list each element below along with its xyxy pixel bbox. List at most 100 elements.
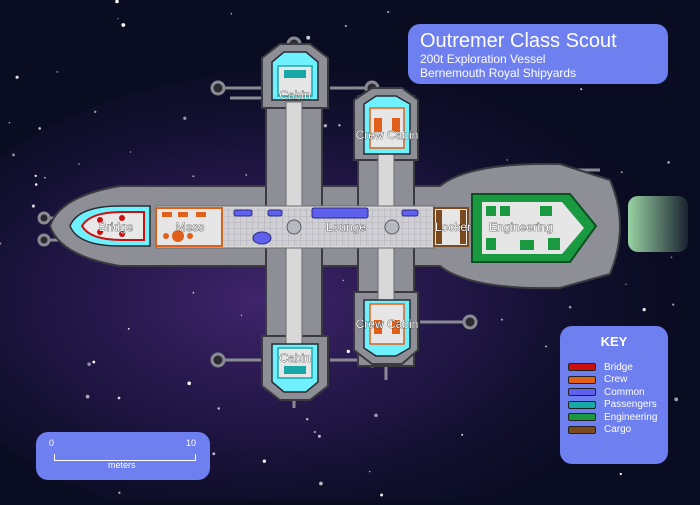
ship-title: Outremer Class Scout <box>420 30 617 52</box>
star <box>545 345 547 348</box>
star <box>387 10 390 14</box>
star <box>672 303 675 306</box>
star <box>129 151 132 153</box>
star <box>670 256 673 258</box>
star <box>306 35 311 40</box>
star <box>12 153 15 157</box>
bridge-label: Bridge <box>99 220 134 234</box>
star <box>121 23 126 27</box>
key-item-engineering: Engineering <box>568 411 660 424</box>
star <box>0 242 2 245</box>
star <box>127 327 130 330</box>
star <box>92 360 96 364</box>
star <box>620 171 623 174</box>
key-item-bridge: Bridge <box>568 361 660 374</box>
key-item-passengers: Passengers <box>568 399 660 412</box>
bridge-consoles <box>97 215 125 237</box>
star <box>500 318 503 321</box>
star <box>674 397 679 402</box>
star <box>230 13 233 15</box>
star <box>344 25 347 27</box>
crew-cabin-top-label: Crew Cabin <box>356 128 419 142</box>
star <box>305 417 309 421</box>
cabin-top-label: Cabin <box>279 88 310 102</box>
title-panel: Outremer Class Scout 200t Exploration Ve… <box>408 24 668 84</box>
star <box>313 430 317 434</box>
engineering-label: Engineering <box>489 220 553 234</box>
star <box>642 307 646 312</box>
locker-label: Locker <box>435 220 471 234</box>
key-label: Common <box>604 386 645 398</box>
cabin-bottom-label: Cabin <box>279 351 310 365</box>
star <box>192 291 195 294</box>
star <box>43 176 46 179</box>
star <box>568 305 572 309</box>
key-swatch <box>568 413 596 422</box>
crew-cabin-bottom-label: Crew Cabin <box>356 317 419 331</box>
star <box>240 314 243 316</box>
star <box>262 459 267 463</box>
star <box>380 493 384 497</box>
star <box>87 362 91 366</box>
cabin-bottom-room <box>271 343 319 393</box>
star <box>34 183 38 186</box>
star <box>461 433 464 436</box>
star <box>212 452 216 456</box>
star <box>118 491 121 495</box>
key-swatch <box>568 425 596 434</box>
engine-exhaust <box>628 196 688 252</box>
star <box>667 161 670 164</box>
engineering-machinery <box>486 206 560 250</box>
star <box>342 279 345 282</box>
scale-unit: meters <box>108 460 136 470</box>
star <box>15 75 19 79</box>
lounge-furniture <box>233 207 419 245</box>
star <box>245 174 247 176</box>
locker-cabinets <box>436 210 466 244</box>
ship-subtitle-1: 200t Exploration Vessel <box>420 52 546 66</box>
star <box>56 71 59 73</box>
key-swatch <box>568 400 596 409</box>
key-swatch <box>568 363 596 372</box>
star <box>8 121 11 124</box>
star <box>34 174 37 177</box>
star <box>38 127 41 130</box>
star <box>368 470 371 473</box>
key-label: Crew <box>604 374 628 386</box>
lounge-label: Lounge <box>326 220 366 234</box>
star <box>115 0 119 4</box>
star <box>192 175 195 178</box>
key-label: Engineering <box>604 411 658 423</box>
star <box>374 413 378 418</box>
star <box>506 159 509 161</box>
star <box>117 396 121 400</box>
star <box>317 434 321 438</box>
star <box>217 407 220 410</box>
ship-subtitle-2: Bernemouth Royal Shipyards <box>420 66 577 80</box>
star <box>31 204 35 208</box>
star <box>619 472 622 476</box>
star <box>187 381 191 386</box>
crew-cabin-bottom-room <box>363 299 411 357</box>
key-label: Passengers <box>604 399 657 411</box>
key-item-cargo: Cargo <box>568 424 660 437</box>
key-item-common: Common <box>568 386 660 399</box>
scale-bar <box>54 454 196 461</box>
key-swatch <box>568 375 596 384</box>
star <box>78 163 80 165</box>
star <box>338 124 341 127</box>
star <box>117 17 119 20</box>
star <box>85 394 90 399</box>
airlocks <box>286 219 400 235</box>
cabin-top-room <box>271 51 319 101</box>
scale-start: 0 <box>49 438 55 448</box>
star <box>580 88 583 91</box>
star <box>625 283 627 285</box>
mess-tables <box>162 212 206 242</box>
scale-panel: 0 10 meters <box>36 432 210 480</box>
star <box>93 110 97 114</box>
scale-end: 10 <box>186 438 197 448</box>
mess-label: Mess <box>176 220 205 234</box>
key-item-crew: Crew <box>568 374 660 387</box>
